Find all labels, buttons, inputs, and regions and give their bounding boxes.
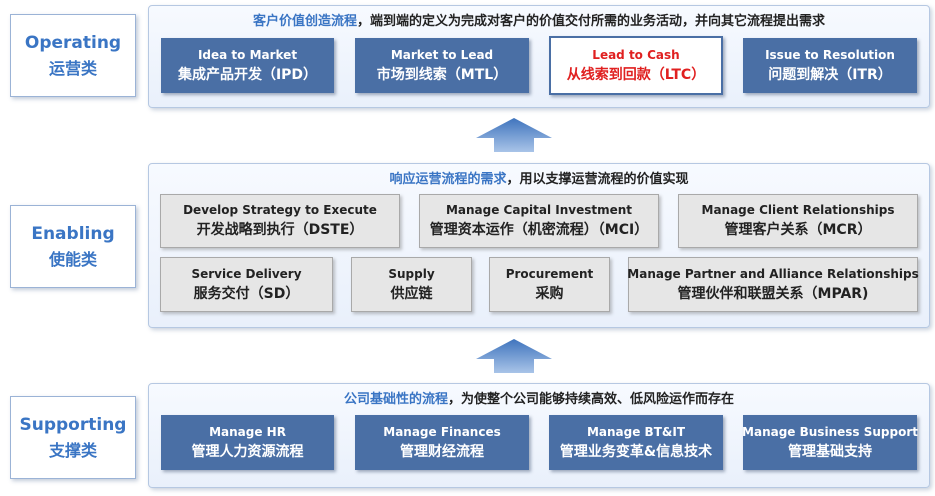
- panel-enabling: 响应运营流程的需求，用以支撑运营流程的价值实现 Develop Strategy…: [148, 163, 930, 328]
- process-box-btit[interactable]: Manage BT&IT 管理业务变革&信息技术: [549, 415, 723, 470]
- layer-label-cn: 使能类: [48, 249, 97, 269]
- process-name-en: Lead to Cash: [592, 47, 680, 62]
- panel-operating: 客户价值创造流程，端到端的定义为完成对客户的价值交付所需的业务活动，并向其它流程…: [148, 5, 930, 108]
- panel-title-highlight: 客户价值创造流程: [252, 14, 357, 29]
- process-name-cn: 问题到解决（ITR）: [768, 66, 892, 83]
- process-name-cn: 供应链: [390, 285, 433, 302]
- process-box-hr[interactable]: Manage HR 管理人力资源流程: [161, 415, 334, 470]
- process-name-cn: 开发战略到执行（DSTE）: [196, 222, 364, 238]
- process-name-en: Develop Strategy to Execute: [183, 203, 377, 217]
- process-name-cn: 市场到线索（MTL）: [376, 66, 508, 83]
- process-name-cn: 管理基础支持: [788, 443, 872, 460]
- layer-label-en: Enabling: [31, 223, 115, 244]
- process-name-en: Manage BT&IT: [586, 424, 686, 439]
- process-name-cn: 采购: [535, 285, 564, 302]
- process-name-en: Manage Partner and Alliance Relationship…: [627, 266, 919, 281]
- layer-label-operating: Operating 运营类: [10, 14, 136, 97]
- process-name-en: Manage Capital Investment: [445, 203, 633, 217]
- up-arrow-icon: [476, 339, 552, 373]
- process-box-mpar[interactable]: Manage Partner and Alliance Relationship…: [627, 257, 919, 312]
- process-name-cn: 管理财经流程: [400, 443, 484, 460]
- panel-title-rest: ，用以支撑运营流程的价值实现: [506, 172, 689, 187]
- layer-label-en: Supporting: [19, 414, 127, 435]
- process-name-en: Supply: [388, 266, 435, 281]
- up-arrow-icon: [476, 118, 552, 152]
- process-box-mcr[interactable]: Manage Client Relationships 管理客户关系（MCR）: [678, 194, 918, 248]
- process-box-dste[interactable]: Develop Strategy to Execute 开发战略到执行（DSTE…: [160, 194, 400, 248]
- process-name-cn: 管理资本运作（机密流程）（MCI）: [429, 222, 649, 238]
- process-name-cn: 管理伙伴和联盟关系（MPAR): [677, 285, 869, 302]
- process-box-mci[interactable]: Manage Capital Investment 管理资本运作（机密流程）（M…: [419, 194, 659, 248]
- panel-supporting: 公司基础性的流程，为使整个公司能够持续高效、低风险运作而存在 Manage HR…: [148, 383, 930, 488]
- process-box-ltc[interactable]: Lead to Cash 从线索到回款（LTC）: [549, 36, 723, 95]
- process-name-en: Manage Client Relationships: [701, 203, 895, 217]
- process-box-finances[interactable]: Manage Finances 管理财经流程: [355, 415, 529, 470]
- process-name-en: Issue to Resolution: [765, 47, 895, 62]
- layer-label-enabling: Enabling 使能类: [10, 205, 136, 288]
- layer-label-cn: 支撑类: [48, 440, 97, 460]
- layer-label-cn: 运营类: [48, 58, 97, 78]
- process-name-en: Manage HR: [209, 424, 286, 439]
- panel-title-rest: ，端到端的定义为完成对客户的价值交付所需的业务活动，并向其它流程提出需求: [357, 14, 826, 29]
- panel-title-enabling: 响应运营流程的需求，用以支撑运营流程的价值实现: [149, 168, 929, 187]
- process-box-mtl[interactable]: Market to Lead 市场到线索（MTL）: [355, 38, 529, 93]
- panel-title-highlight: 公司基础性的流程: [343, 392, 448, 407]
- process-box-business-support[interactable]: Manage Business Support 管理基础支持: [742, 415, 918, 470]
- process-name-cn: 管理客户关系（MCR）: [724, 222, 872, 238]
- process-name-en: Service Delivery: [191, 266, 302, 281]
- process-name-cn: 从线索到回款（LTC）: [566, 66, 706, 83]
- process-name-en: Idea to Market: [197, 47, 298, 62]
- panel-title-highlight: 响应运营流程的需求: [389, 172, 507, 187]
- process-name-en: Manage Business Support: [742, 424, 918, 439]
- process-name-en: Manage Finances: [383, 424, 501, 439]
- layer-label-en: Operating: [24, 32, 122, 53]
- process-box-procurement[interactable]: Procurement 采购: [489, 257, 610, 312]
- panel-title-supporting: 公司基础性的流程，为使整个公司能够持续高效、低风险运作而存在: [149, 388, 929, 407]
- process-box-supply[interactable]: Supply 供应链: [351, 257, 472, 312]
- process-name-cn: 管理业务变革&信息技术: [559, 443, 713, 460]
- panel-title-rest: ，为使整个公司能够持续高效、低风险运作而存在: [448, 392, 735, 407]
- panel-title-operating: 客户价值创造流程，端到端的定义为完成对客户的价值交付所需的业务活动，并向其它流程…: [149, 10, 929, 29]
- process-name-en: Market to Lead: [390, 47, 494, 62]
- process-name-en: Procurement: [505, 266, 594, 281]
- process-box-ipd[interactable]: Idea to Market 集成产品开发（IPD）: [161, 38, 334, 93]
- layer-label-supporting: Supporting 支撑类: [10, 396, 136, 479]
- process-box-itr[interactable]: Issue to Resolution 问题到解决（ITR）: [743, 38, 917, 93]
- process-name-cn: 集成产品开发（IPD）: [177, 66, 318, 83]
- process-name-cn: 服务交付（SD）: [193, 285, 300, 302]
- process-name-cn: 管理人力资源流程: [191, 443, 304, 460]
- process-box-sd[interactable]: Service Delivery 服务交付（SD）: [160, 257, 333, 312]
